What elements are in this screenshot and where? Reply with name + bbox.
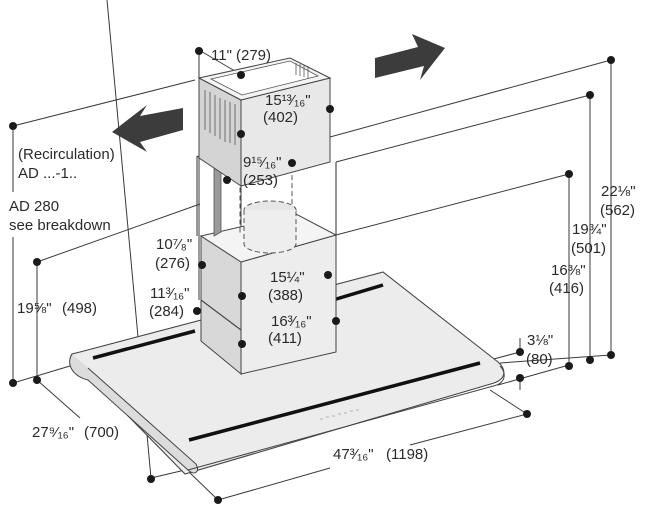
svg-text:(498): (498): [62, 300, 97, 317]
recirculation-note-line2: AD ...-1..: [18, 165, 77, 182]
lower-chimney-depth-bottom-dimension: 11³⁄₁₆" (284): [149, 285, 190, 320]
svg-text:(284): (284): [149, 303, 184, 320]
inner-duct-dimension: 9¹⁵⁄₁₆" (253): [243, 154, 282, 189]
svg-text:(1198): (1198): [386, 446, 428, 463]
svg-text:19⅝": 19⅝": [17, 300, 52, 317]
svg-text:(253): (253): [243, 172, 278, 189]
hood-thickness-dimension: 3⅛" (80): [526, 332, 553, 368]
svg-text:(416): (416): [549, 280, 584, 297]
svg-text:47³⁄₁₆": 47³⁄₁₆": [333, 446, 374, 463]
airflow-left-arrow: [112, 105, 183, 152]
upper-chimney-width-dimension: 15¹³⁄₁₆" (402): [263, 92, 311, 126]
svg-text:10⁷⁄₈": 10⁷⁄₈": [156, 236, 192, 253]
ad-note-line1: AD 280: [9, 198, 59, 215]
lower-chimney-depth-dimension: 10⁷⁄₈" (276): [155, 236, 192, 272]
svg-text:(388): (388): [268, 287, 303, 304]
control-buttons: [320, 409, 359, 420]
svg-text:15¼": 15¼": [270, 269, 305, 286]
height-left-dimension: 19⅝" (498): [17, 300, 97, 317]
recirculation-note-line1: (Recirculation): [18, 146, 115, 163]
height-416-dimension: 16⅜" (416): [549, 262, 586, 297]
airflow-right-arrow: [375, 34, 445, 80]
lower-chimney-width-top-dimension: 15¼" (388): [268, 269, 305, 304]
svg-text:(700): (700): [84, 424, 119, 441]
hood-width-dimension: 47³⁄₁₆" (1198): [333, 446, 428, 463]
hood-canopy: [69, 271, 505, 475]
recirculation-box: [197, 57, 332, 187]
svg-text:9¹⁵⁄₁₆": 9¹⁵⁄₁₆": [243, 154, 282, 171]
top-depth-dimension: 11" (279): [211, 47, 271, 64]
height-562-dimension: 22⅛" (562): [600, 183, 636, 219]
height-501-dimension: 19¾" (501): [571, 221, 607, 257]
svg-text:16⅜": 16⅜": [551, 262, 586, 279]
svg-text:(279): (279): [236, 47, 271, 64]
svg-text:11³⁄₁₆": 11³⁄₁₆": [150, 285, 190, 302]
svg-text:11": 11": [211, 47, 232, 64]
svg-text:3⅛": 3⅛": [527, 332, 553, 349]
svg-text:(402): (402): [263, 109, 298, 126]
hood-depth-dimension: 27⁹⁄₁₆" (700): [32, 424, 119, 441]
svg-text:15¹³⁄₁₆": 15¹³⁄₁₆": [265, 92, 311, 109]
svg-text:(80): (80): [526, 351, 553, 368]
svg-text:19¾": 19¾": [572, 221, 607, 238]
svg-text:(276): (276): [155, 255, 190, 272]
svg-text:(562): (562): [600, 202, 635, 219]
svg-text:27⁹⁄₁₆": 27⁹⁄₁₆": [32, 424, 74, 441]
dimension-dots: [9, 47, 615, 504]
svg-text:(411): (411): [268, 330, 302, 347]
svg-text:22⅛": 22⅛": [601, 183, 636, 200]
ad-note-line2: see breakdown: [9, 217, 111, 234]
svg-text:(501): (501): [571, 240, 606, 257]
svg-text:16³⁄₁₆": 16³⁄₁₆": [271, 313, 312, 330]
lower-chimney-width-bottom-dimension: 16³⁄₁₆" (411): [268, 313, 312, 347]
